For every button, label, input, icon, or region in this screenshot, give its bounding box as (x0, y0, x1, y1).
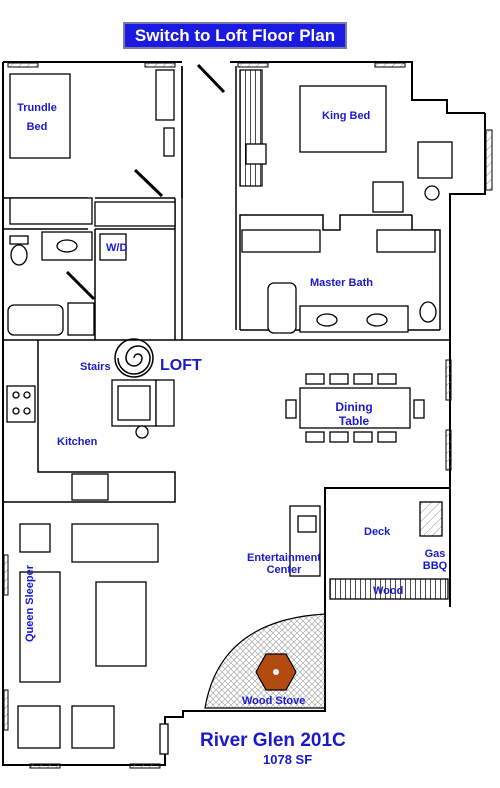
deck-label: Deck (364, 526, 391, 538)
entertainment-center-label: Entertainment Center (243, 552, 325, 576)
doors (65, 63, 226, 301)
unit-size: 1078 SF (263, 752, 313, 767)
bath-furniture (7, 231, 127, 336)
stairs-label: Stairs (80, 361, 111, 373)
king-room-furniture (239, 69, 453, 253)
master-bath-fixtures (267, 282, 437, 334)
king-bed-label: King Bed (322, 110, 371, 122)
trundle-label-line1: Trundle (17, 102, 57, 114)
stove-flue-icon (273, 669, 279, 675)
trundle-label-line2: Bed (26, 121, 48, 133)
dining-label-line1: Dining (335, 400, 373, 414)
kitchen-label: Kitchen (57, 436, 98, 448)
master-bath-label: Master Bath (310, 277, 373, 289)
switch-to-loft-button[interactable]: Switch to Loft Floor Plan (123, 22, 347, 49)
wood-label: Wood (373, 585, 404, 597)
gas-label-line1: Gas (424, 548, 446, 560)
gas-label-line2: BBQ (422, 560, 448, 572)
deck-area (329, 501, 449, 600)
queen-sleeper-label: Queen Sleeper (24, 564, 36, 642)
dining-label-line2: Table (338, 414, 370, 428)
living-furniture (17, 505, 321, 755)
loft-chairs (111, 379, 175, 439)
kitchen-appliances (6, 385, 109, 501)
dining-table-label: Dining Table (326, 400, 382, 428)
gas-bbq-label: Gas BBQ (419, 548, 451, 572)
dining-chairs (285, 373, 425, 443)
wd-label: W/D (106, 242, 128, 254)
windows (3, 62, 493, 769)
trundle-bed-label: Trundle Bed (12, 102, 62, 133)
dining-set (285, 373, 425, 443)
spiral-stairs (114, 338, 154, 378)
trundle-room-furniture (9, 69, 176, 227)
ent-label-line2: Center (266, 564, 302, 576)
ent-label-line1: Entertainment (247, 552, 321, 564)
unit-name: River Glen 201C (200, 730, 346, 751)
wood-stove-label: Wood Stove (242, 695, 306, 707)
loft-label: LOFT (160, 357, 202, 374)
